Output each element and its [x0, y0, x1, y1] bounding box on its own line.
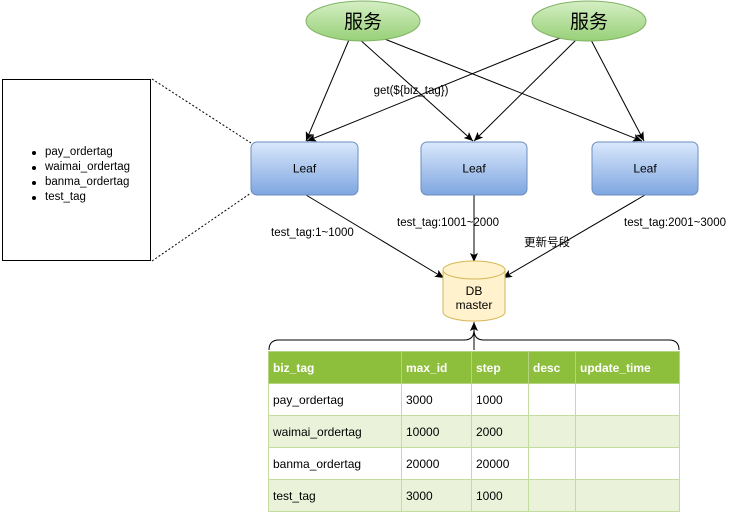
- edge-service1-leaf2: [357, 37, 474, 142]
- leaf3-range-label: test_tag:2001~3000: [624, 217, 726, 229]
- edge-leaf3-db: [502, 194, 646, 279]
- biz-tag-list: pay_ordertag waimai_ordertag banma_order…: [32, 145, 130, 205]
- column-header-biz-tag: biz_tag: [268, 351, 402, 384]
- edge-leaf1-db: [305, 194, 445, 279]
- leaf-alloc-table: biz_tag max_id step desc update_time pay…: [268, 351, 680, 512]
- column-header-update-time: update_time: [575, 351, 680, 384]
- table-cell: test_tag: [268, 479, 402, 512]
- table-brace: [268, 329, 680, 351]
- service-node-2: 服务: [531, 0, 647, 42]
- db-master-node: DB master: [442, 260, 506, 322]
- table-cell: [528, 383, 576, 416]
- service-node-1: 服务: [305, 0, 421, 42]
- table-cell: [528, 479, 576, 512]
- biz-tag-list-box: pay_ordertag waimai_ordertag banma_order…: [2, 79, 151, 261]
- table-cell: 1000: [471, 479, 529, 512]
- table-cell: 2000: [471, 415, 529, 448]
- column-header-desc: desc: [528, 351, 576, 384]
- list-item: test_tag: [32, 190, 130, 205]
- table-header-row: biz_tag max_id step desc update_time: [268, 351, 680, 384]
- list-item: waimai_ordertag: [32, 160, 130, 175]
- db-label-line2: master: [456, 298, 493, 312]
- edge-service2-leaf3: [589, 37, 645, 142]
- table-cell: [575, 415, 680, 448]
- list-item: pay_ordertag: [32, 145, 130, 160]
- table-cell: 1000: [471, 383, 529, 416]
- service-label: 服务: [570, 11, 608, 33]
- edge-service2-leaf1: [306, 33, 571, 142]
- table-cell: 10000: [401, 415, 472, 448]
- get-request-label: get(${biz_tag}): [374, 85, 449, 97]
- table-cell: 3000: [401, 383, 472, 416]
- edge-service2-leaf2: [473, 37, 579, 142]
- table-cell: 3000: [401, 479, 472, 512]
- tag-box-connectors: [151, 78, 252, 262]
- column-header-max-id: max_id: [401, 351, 472, 384]
- table-row: pay_ordertag 3000 1000: [268, 383, 680, 416]
- table-row: test_tag 3000 1000: [268, 479, 680, 512]
- table-row: banma_ordertag 20000 20000: [268, 447, 680, 480]
- table-row: waimai_ordertag 10000 2000: [268, 415, 680, 448]
- edge-service1-leaf1: [305, 34, 352, 142]
- edge-service1-leaf3: [371, 33, 643, 142]
- table-cell: [575, 479, 680, 512]
- table-cell: [528, 415, 576, 448]
- leaf2-range-label: test_tag:1001~2000: [397, 217, 499, 229]
- db-label-line1: DB: [466, 284, 483, 298]
- leaf-node-1: Leaf: [250, 141, 359, 196]
- table-cell: waimai_ordertag: [268, 415, 402, 448]
- table-cell: 20000: [401, 447, 472, 480]
- table-cell: [575, 383, 680, 416]
- list-item: banma_ordertag: [32, 175, 130, 190]
- leaf-label: Leaf: [633, 162, 657, 176]
- table-cell: banma_ordertag: [268, 447, 402, 480]
- leaf-to-db-edges: [305, 194, 646, 350]
- leaf-node-2: Leaf: [420, 141, 528, 196]
- service-to-leaf-edges: [305, 33, 645, 142]
- update-segment-label: 更新号段: [524, 235, 570, 249]
- service-label: 服务: [344, 11, 382, 33]
- leaf-label: Leaf: [462, 162, 486, 176]
- table-cell: [528, 447, 576, 480]
- table-cell: 20000: [471, 447, 529, 480]
- leaf-node-3: Leaf: [591, 141, 699, 196]
- table-cell: pay_ordertag: [268, 383, 402, 416]
- table-cell: [575, 447, 680, 480]
- leaf1-range-label: test_tag:1~1000: [271, 227, 354, 239]
- leaf-label: Leaf: [293, 162, 317, 176]
- column-header-step: step: [471, 351, 529, 384]
